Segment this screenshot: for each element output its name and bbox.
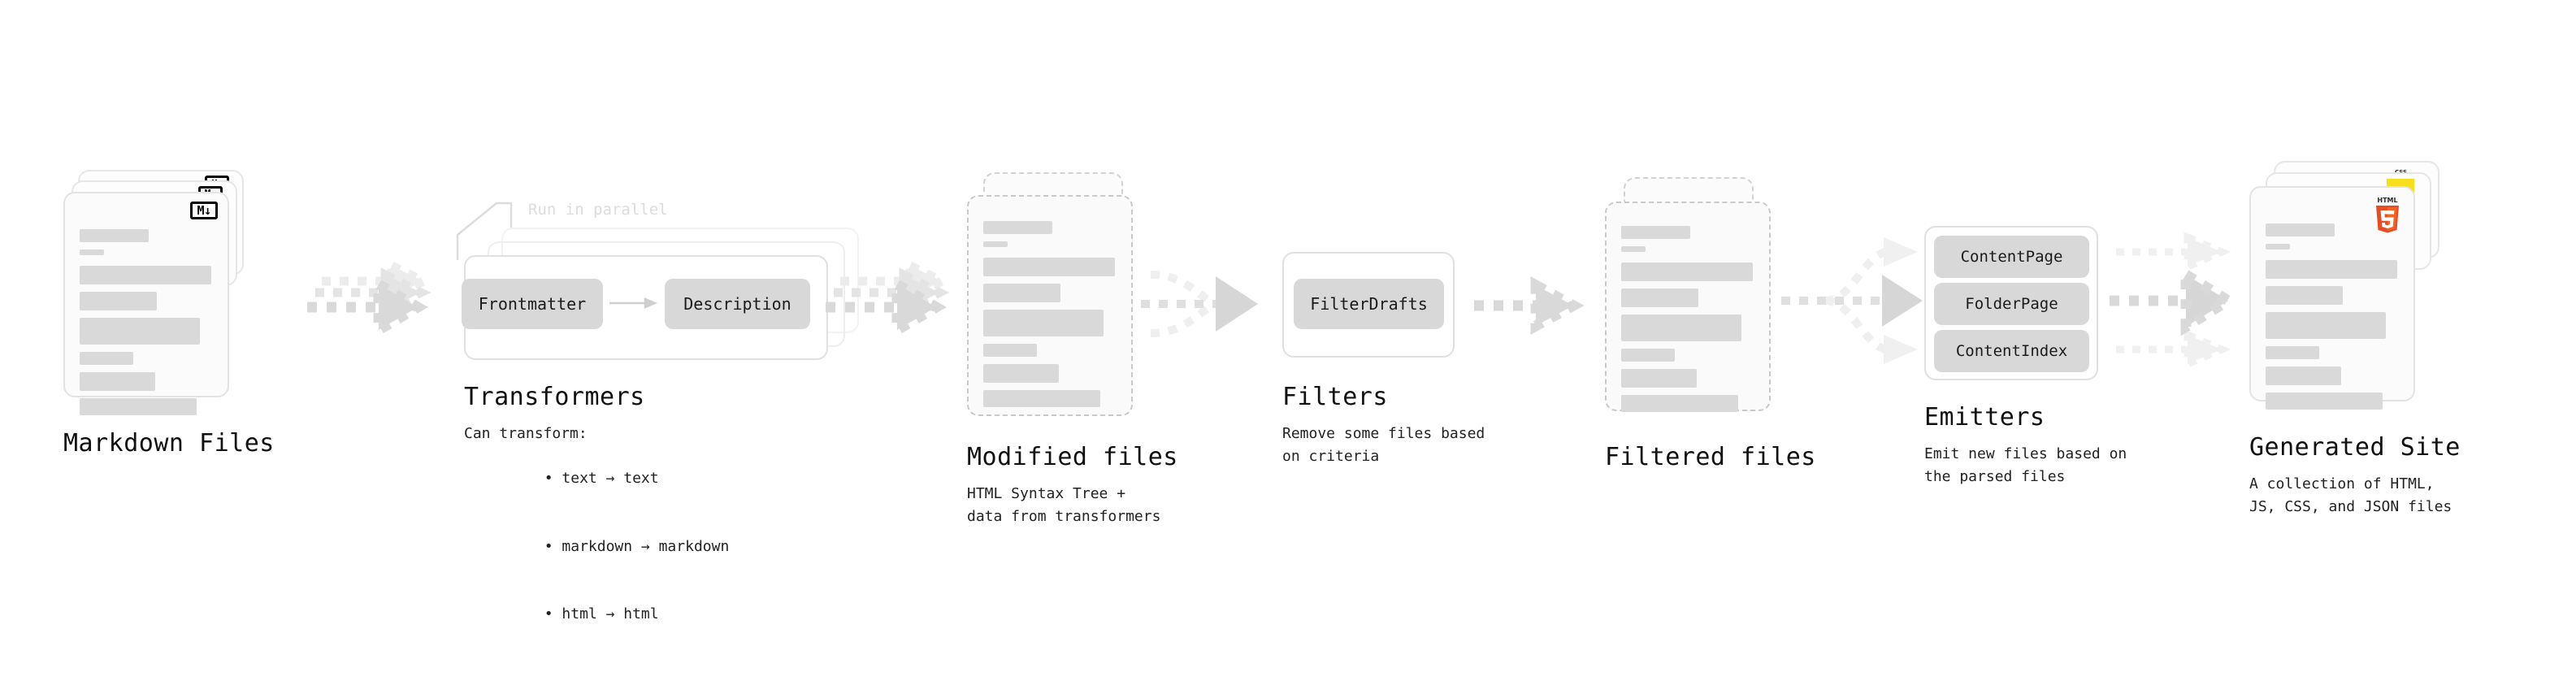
filtered-files-heading: Filtered files xyxy=(1605,443,1816,471)
connector-filters-to-filtered xyxy=(1474,276,1585,335)
modified-files-heading: Modified files xyxy=(967,443,1178,471)
bullet-text: markdown → markdown xyxy=(562,537,730,555)
filters-pill-filterdrafts[interactable]: FilterDrafts xyxy=(1294,279,1444,329)
filtered-card-content-lines xyxy=(1621,226,1754,419)
connector-modified-to-filters xyxy=(1141,271,1258,337)
generated-site-heading: Generated Site xyxy=(2249,433,2461,462)
markdown-card-front: M↓ xyxy=(63,192,229,415)
transformers-pill-description[interactable]: Description xyxy=(665,279,810,329)
filters-heading: Filters xyxy=(1282,383,1388,411)
modified-files-sub: HTML Syntax Tree + data from transformer… xyxy=(967,485,1161,525)
emitters-sub: Emit new files based on the parsed files xyxy=(1924,445,2127,485)
modified-card-content-lines xyxy=(983,221,1117,414)
markdown-files-heading: Markdown Files xyxy=(63,429,275,458)
bullet-dot: • xyxy=(544,469,562,487)
transformers-inner-arrow-front xyxy=(609,297,658,309)
modified-card-front xyxy=(967,195,1133,416)
bullet-text: text → text xyxy=(562,469,659,487)
run-in-parallel-bracket xyxy=(456,202,513,260)
markdown-badge-front: M↓ xyxy=(190,202,218,219)
html5-badge: HTML xyxy=(2376,197,2399,233)
site-card-front: HTML xyxy=(2249,186,2415,410)
transformers-bullet-1: • markdown → markdown xyxy=(474,513,730,581)
generated-site-sub: A collection of HTML, JS, CSS, and JSON … xyxy=(2249,475,2452,515)
bullet-dot: • xyxy=(544,605,562,623)
emitters-pill-folderpage[interactable]: FolderPage xyxy=(1934,283,2089,325)
connector-filtered-to-emitters xyxy=(1781,237,1923,364)
emitters-pill-contentpage[interactable]: ContentPage xyxy=(1934,236,2089,278)
html5-badge-wordmark: HTML xyxy=(2377,197,2397,204)
emitters-pill-contentindex[interactable]: ContentIndex xyxy=(1934,330,2089,372)
transformers-sub: Can transform: xyxy=(464,425,588,442)
run-in-parallel-label: Run in parallel xyxy=(528,201,668,219)
transformers-bullets: • text → text • markdown → markdown • ht… xyxy=(474,445,730,648)
filters-sub: Remove some files based on criteria xyxy=(1282,425,1485,465)
connector-transformers-to-modified xyxy=(826,258,952,340)
bullet-dot: • xyxy=(544,537,562,555)
bullet-text: html → html xyxy=(562,605,659,623)
markdown-card-content-lines xyxy=(80,229,213,423)
transformers-bullet-2: • html → html xyxy=(474,580,729,648)
emitters-heading: Emitters xyxy=(1924,403,2045,432)
site-card-content-lines xyxy=(2266,223,2399,417)
connector-emitters-to-site xyxy=(2110,232,2239,370)
connector-md-to-transformers xyxy=(307,258,434,340)
transformers-heading: Transformers xyxy=(464,383,645,411)
transformers-bullet-0: • text → text xyxy=(474,445,729,513)
transformers-pill-frontmatter[interactable]: Frontmatter xyxy=(462,279,603,329)
filtered-card-front xyxy=(1605,202,1771,412)
